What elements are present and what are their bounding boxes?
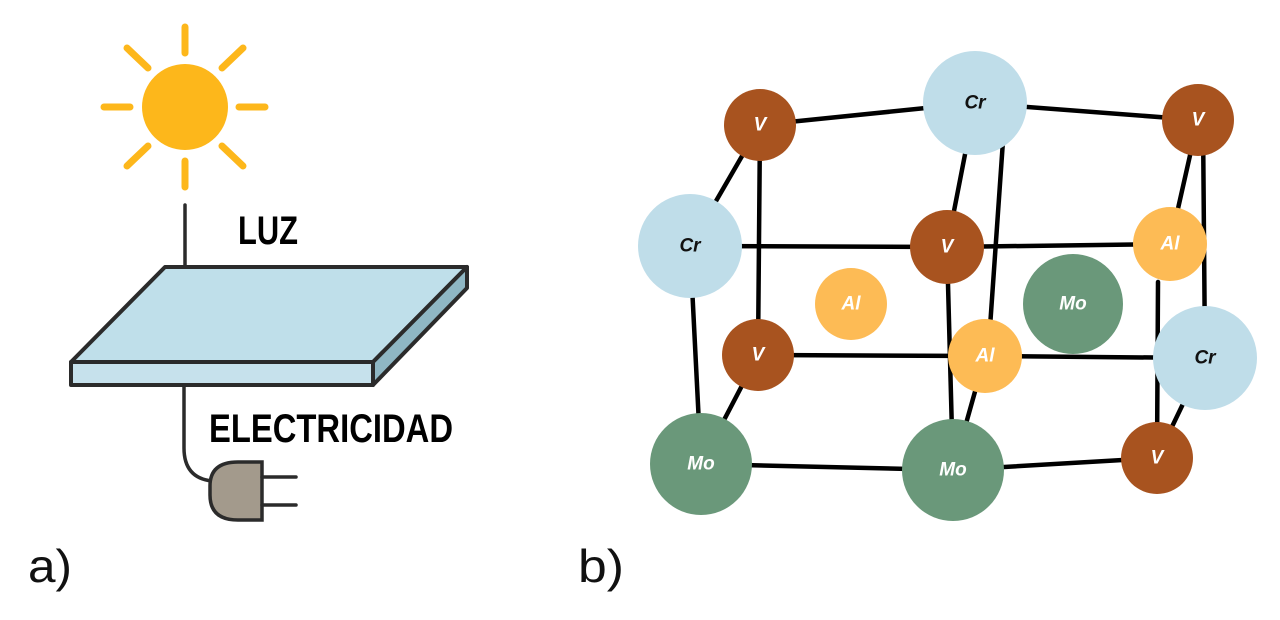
- atom-symbol: Al: [1160, 234, 1181, 255]
- atom-circle: [1153, 306, 1257, 410]
- atom-symbol: Al: [975, 346, 996, 367]
- atom-symbol: Mo: [939, 460, 966, 481]
- light-label: LUZ: [238, 209, 298, 253]
- atom-circle: [1121, 422, 1193, 494]
- atom-v-bottom-right: V: [1121, 422, 1193, 494]
- atom-symbol: V: [754, 115, 768, 136]
- plug-icon: [208, 460, 298, 522]
- atom-symbol: Cr: [1194, 348, 1217, 369]
- atom-circle: [902, 419, 1004, 521]
- atom-v-top-right: V: [1162, 84, 1234, 156]
- atom-al-lower: Al: [948, 319, 1022, 393]
- atom-circle: [923, 51, 1027, 155]
- panel-b-label: b): [578, 540, 624, 592]
- atom-al-right: Al: [1133, 207, 1207, 281]
- atom-al-center: Al: [815, 268, 887, 340]
- electricity-label: ELECTRICIDAD: [209, 407, 453, 451]
- atom-circle: [815, 268, 887, 340]
- atom-symbol: Mo: [687, 454, 714, 475]
- panel-a-label: a): [28, 540, 72, 592]
- atom-circle: [638, 194, 742, 298]
- atom-mo-bottom-mid: Mo: [902, 419, 1004, 521]
- atom-cr-right: Cr: [1153, 306, 1257, 410]
- atom-circle: [724, 89, 796, 161]
- atom-cr-left: Cr: [638, 194, 742, 298]
- atom-symbol: V: [1192, 110, 1206, 131]
- atom-symbol: V: [1151, 448, 1165, 469]
- atom-circle: [1133, 207, 1207, 281]
- atom-circle: [910, 210, 984, 284]
- atom-symbol: V: [752, 345, 766, 366]
- panel-a: LUZ ELECTRICIDAD a): [28, 23, 469, 592]
- atom-symbol: Cr: [964, 93, 987, 114]
- atom-cr-top: Cr: [923, 51, 1027, 155]
- atom-v-lower-left: V: [722, 319, 794, 391]
- solar-panel-icon: [69, 265, 469, 387]
- sun-icon: [100, 23, 269, 191]
- atom-symbol: Mo: [1059, 294, 1086, 315]
- atom-symbol: V: [941, 237, 955, 258]
- atom-symbol: Cr: [679, 236, 702, 257]
- atom-mo-center: Mo: [1023, 254, 1123, 354]
- atom-circle: [650, 413, 752, 515]
- power-cord-icon: [182, 386, 213, 483]
- atom-circle: [948, 319, 1022, 393]
- atom-circle: [1023, 254, 1123, 354]
- atom-symbol: Al: [841, 294, 862, 315]
- atom-mo-bottom-left: Mo: [650, 413, 752, 515]
- atom-circle: [722, 319, 794, 391]
- atom-circle: [1162, 84, 1234, 156]
- atom-v-mid: V: [910, 210, 984, 284]
- atom-v-top-left: V: [724, 89, 796, 161]
